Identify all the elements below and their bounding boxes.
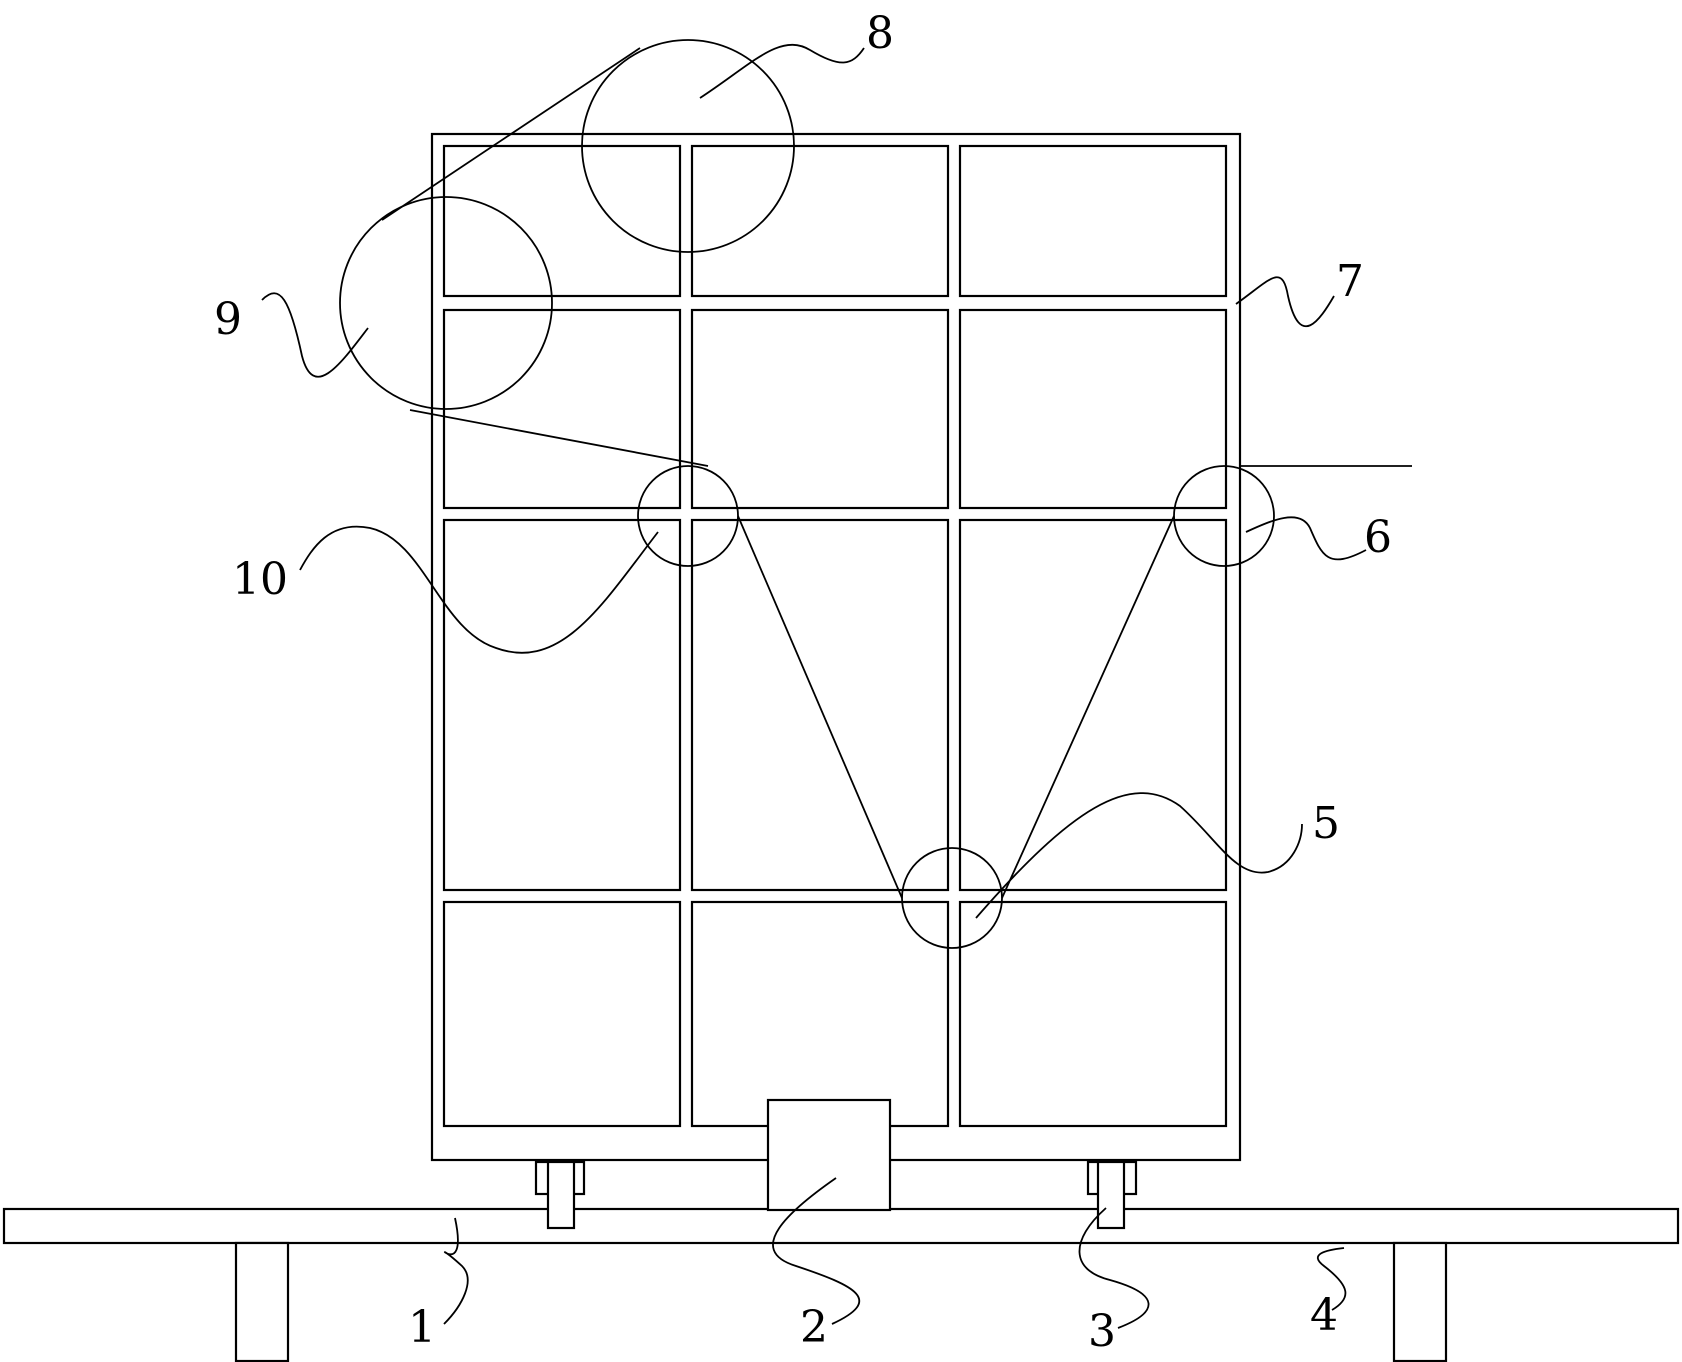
frame-cell [442,518,682,892]
leader-line-2 [772,1177,861,1325]
frame-cell [690,900,950,1128]
label-top-reel: 8 [866,8,894,59]
base-assembly [2,1207,1680,1362]
leader-line-1 [443,1217,469,1325]
frame-cell [958,518,1228,892]
frame-cell [958,144,1228,298]
left-wheel [534,1160,586,1230]
left-roller [637,465,739,567]
frame-cell [442,144,682,298]
label-lower-roller: 5 [1312,798,1340,849]
frame-cell [958,900,1228,1128]
leader-line-3 [1078,1207,1150,1329]
frame-cell [690,308,950,510]
frame-outer [430,132,1242,1162]
label-right-roller: 6 [1364,512,1392,563]
label-support-leg: 4 [1310,1290,1338,1341]
label-left-roller: 10 [232,554,288,605]
label-side-reel: 9 [214,294,242,345]
frame-cell [958,308,1228,510]
belt-path [381,47,1412,899]
leader-line-5 [975,792,1303,919]
leader-line-8 [699,44,865,99]
frame [430,132,1242,1162]
motor-block [766,1098,892,1212]
frame-cell [442,308,682,510]
leader-lines [261,44,1367,1329]
top-reel [581,39,795,253]
label-base-plate: 1 [408,1302,436,1353]
leader-line-4 [1316,1247,1347,1311]
leader-line-9 [261,292,369,378]
label-motor-block: 2 [800,1302,828,1353]
label-frame: 7 [1336,256,1364,307]
left-support-leg [234,1241,290,1362]
right-wheel [1086,1160,1138,1230]
right-roller [1173,465,1275,567]
frame-cell [442,900,682,1128]
leader-line-10 [299,525,659,654]
reference-labels: 1 2 3 4 5 6 7 8 9 10 [214,8,1392,1357]
frame-cell [690,518,950,892]
leader-line-6 [1245,516,1367,561]
label-wheel: 3 [1088,1306,1116,1357]
base-plate [2,1207,1680,1245]
lower-roller [901,847,1003,949]
leader-line-7 [1235,276,1335,327]
right-support-leg [1392,1241,1448,1362]
frame-cell [690,144,950,298]
side-reel [339,196,553,410]
